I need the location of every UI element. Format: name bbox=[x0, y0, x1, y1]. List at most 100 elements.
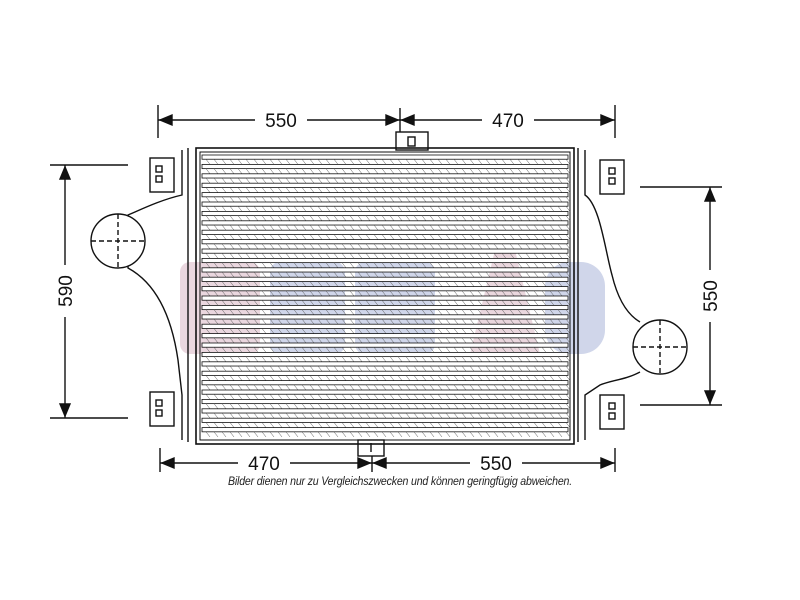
fin-corrugation bbox=[269, 337, 275, 344]
fin-corrugation bbox=[381, 206, 387, 212]
fin-corrugation bbox=[557, 422, 563, 428]
fin-corrugation bbox=[509, 347, 515, 353]
fin-corrugation bbox=[421, 328, 427, 334]
fin-corrugation bbox=[517, 403, 523, 409]
fin-corrugation bbox=[261, 365, 267, 372]
fin-corrugation bbox=[493, 375, 499, 381]
fin-corrugation bbox=[549, 309, 555, 315]
fin-corrugation bbox=[485, 206, 491, 212]
fin-corrugation bbox=[253, 375, 259, 381]
fin-corrugation bbox=[229, 328, 235, 334]
fin-corrugation bbox=[397, 187, 403, 193]
fin-corrugation bbox=[397, 412, 403, 419]
fin-corrugation bbox=[413, 224, 419, 231]
fin-corrugation bbox=[493, 290, 499, 297]
fin-corrugation bbox=[469, 206, 475, 212]
fin-corrugation bbox=[453, 159, 459, 165]
fin-tube bbox=[201, 351, 569, 358]
fin-corrugation bbox=[453, 206, 459, 212]
fin-corrugation bbox=[549, 375, 555, 381]
fin-corrugation bbox=[525, 318, 531, 325]
fin-corrugation bbox=[213, 337, 219, 344]
fin-corrugation bbox=[461, 318, 467, 325]
fin-corrugation bbox=[357, 215, 363, 221]
fin-corrugation bbox=[501, 159, 507, 165]
fin-corrugation bbox=[325, 177, 331, 184]
fin-corrugation bbox=[293, 253, 299, 259]
fin-corrugation bbox=[237, 318, 243, 325]
fin-corrugation bbox=[413, 262, 419, 268]
fin-corrugation bbox=[237, 281, 243, 287]
fin-corrugation bbox=[309, 262, 315, 268]
fin-corrugation bbox=[445, 224, 451, 231]
fin-corrugation bbox=[253, 365, 259, 372]
fin-tube bbox=[201, 248, 569, 254]
fin-corrugation bbox=[565, 431, 571, 438]
fin-corrugation bbox=[381, 243, 387, 250]
fin-corrugation bbox=[245, 234, 251, 240]
fin-corrugation bbox=[253, 177, 259, 184]
fin-corrugation bbox=[221, 337, 227, 344]
fin-corrugation bbox=[285, 177, 291, 184]
fin-corrugation bbox=[277, 356, 283, 362]
fin-corrugation bbox=[221, 356, 227, 362]
fin-corrugation bbox=[309, 300, 315, 306]
fin-corrugation bbox=[349, 347, 355, 353]
fin-tube bbox=[201, 295, 569, 301]
fin-corrugation bbox=[205, 356, 211, 362]
fin-corrugation bbox=[397, 196, 403, 203]
fin-corrugation bbox=[517, 243, 523, 250]
fin-corrugation bbox=[277, 271, 283, 278]
fin-corrugation bbox=[317, 347, 323, 353]
fin-corrugation bbox=[221, 375, 227, 381]
fin-corrugation bbox=[485, 168, 491, 174]
fin-corrugation bbox=[253, 328, 259, 334]
fin-corrugation bbox=[341, 187, 347, 193]
fin-corrugation bbox=[221, 262, 227, 268]
fin-corrugation bbox=[501, 300, 507, 306]
fin-corrugation bbox=[309, 290, 315, 297]
fin-corrugation bbox=[285, 290, 291, 297]
fin-corrugation bbox=[453, 309, 459, 315]
fin-corrugation bbox=[469, 356, 475, 362]
fin-corrugation bbox=[229, 168, 235, 174]
fin-corrugation bbox=[437, 290, 443, 297]
fin-corrugation bbox=[237, 187, 243, 193]
fin-corrugation bbox=[349, 422, 355, 428]
fin-corrugation bbox=[397, 309, 403, 315]
fin-corrugation bbox=[461, 290, 467, 297]
fin-corrugation bbox=[285, 347, 291, 353]
fin-corrugation bbox=[453, 262, 459, 268]
fin-corrugation bbox=[285, 309, 291, 315]
fin-corrugation bbox=[429, 281, 435, 287]
fin-corrugation bbox=[293, 243, 299, 250]
fin-corrugation bbox=[317, 281, 323, 287]
fin-corrugation bbox=[421, 177, 427, 184]
fin-corrugation bbox=[301, 300, 307, 306]
fin-corrugation bbox=[541, 422, 547, 428]
fin-corrugation bbox=[429, 215, 435, 221]
fin-corrugation bbox=[405, 206, 411, 212]
fin-corrugation bbox=[381, 177, 387, 184]
fin-corrugation bbox=[477, 300, 483, 306]
fin-corrugation bbox=[301, 168, 307, 174]
fin-corrugation bbox=[261, 328, 267, 334]
fin-corrugation bbox=[517, 365, 523, 372]
fin-corrugation bbox=[253, 168, 259, 174]
fin-corrugation bbox=[309, 187, 315, 193]
fin-corrugation bbox=[349, 281, 355, 287]
fin-corrugation bbox=[341, 215, 347, 221]
fin-corrugation bbox=[333, 187, 339, 193]
fin-corrugation bbox=[445, 253, 451, 259]
fin-corrugation bbox=[285, 431, 291, 438]
fin-corrugation bbox=[261, 159, 267, 165]
fin-corrugation bbox=[453, 347, 459, 353]
fin-corrugation bbox=[213, 422, 219, 428]
fin-corrugation bbox=[469, 215, 475, 221]
fin-corrugation bbox=[285, 328, 291, 334]
fin-corrugation bbox=[213, 215, 219, 221]
disclaimer-caption: Bilder dienen nur zu Vergleichszwecken u… bbox=[228, 476, 572, 488]
fin-corrugation bbox=[565, 177, 571, 184]
fin-corrugation bbox=[405, 271, 411, 278]
fin-corrugation bbox=[453, 271, 459, 278]
